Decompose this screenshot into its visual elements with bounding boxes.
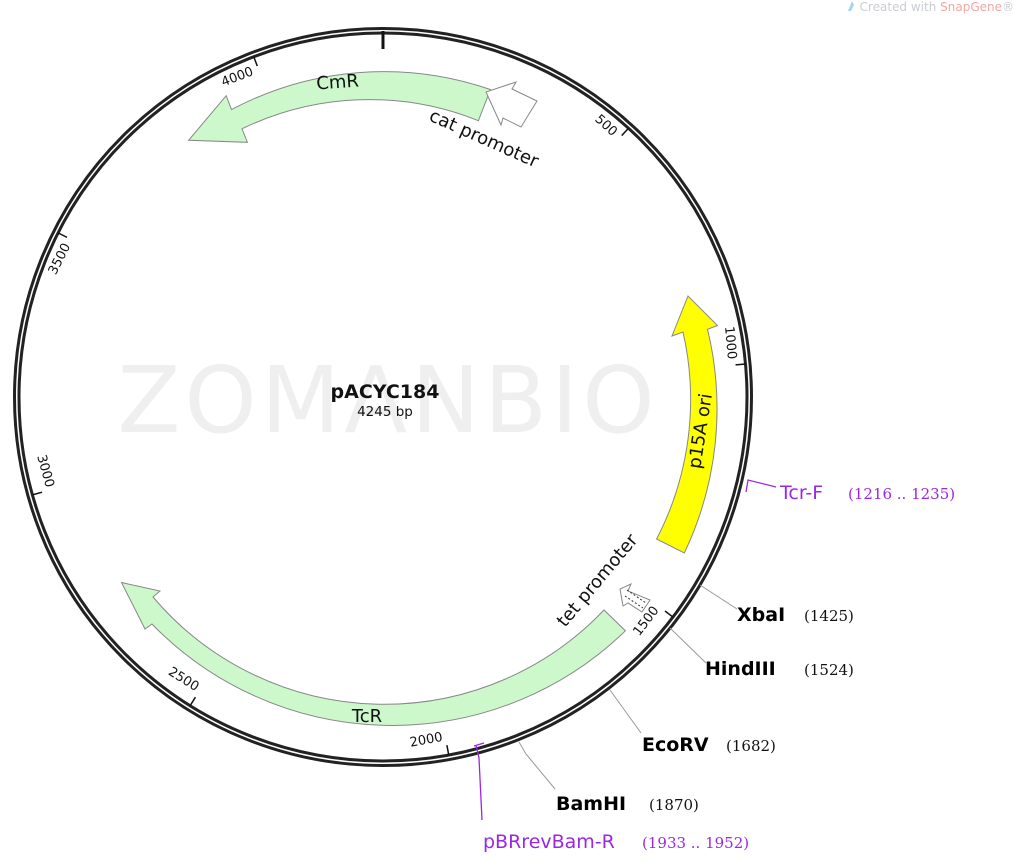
site-hindiii-pos: (1524) [804,661,854,679]
tick-label-2500: 2500 [165,665,201,695]
feature-p15a-ori[interactable]: p15A ori [655,295,719,554]
credit-prefix: Created with [859,0,941,14]
primer-tcr-f-name: Tcr-F [779,482,823,504]
site-xbai-pos: (1425) [804,607,854,625]
site-bamhi-pos: (1870) [649,796,699,814]
site-bamhi-name: BamHI [556,793,626,815]
primer-pbrrevbam-r-range: (1933 .. 1952) [642,834,749,852]
site-hindiii[interactable]: HindIII (1524) [669,627,854,680]
site-ecorv[interactable]: EcoRV (1682) [609,689,776,756]
tcr-arrow-shape [120,581,627,726]
plasmid-length: 4245 bp [357,404,413,420]
credit-suffix: ® [1002,0,1014,14]
primer-tcr-f-range: (1216 .. 1235) [848,485,955,503]
restriction-sites: XbaI (1425) HindIII (1524) EcoRV (1682) … [518,584,854,815]
cat-promoter-arrow-shape [485,81,538,128]
tet-promoter-arrow-shape [619,583,651,613]
primer-tcr-f[interactable]: Tcr-F (1216 .. 1235) [745,479,955,504]
site-xbai-name: XbaI [737,604,785,626]
primer-pbrrevbam-r[interactable]: pBRrevBam-R (1933 .. 1952) [473,742,749,853]
plasmid-name: pACYC184 [331,381,440,403]
credit-brand: SnapGene [940,0,1002,14]
feature-tcr[interactable]: TcR [120,581,627,728]
tcr-label: TcR [351,706,382,727]
p15a-ori-arrow-shape [655,295,719,554]
site-xbai[interactable]: XbaI (1425) [699,584,854,626]
snapgene-logo-icon [847,1,854,11]
plasmid-backbone [13,27,753,767]
feature-cmr[interactable]: CmR [187,71,492,143]
tick-label-3000: 3000 [33,453,56,489]
site-ecorv-pos: (1682) [726,737,776,755]
watermark-text: ZOMANBIO [117,347,658,454]
primer-pbrrevbam-r-name: pBRrevBam-R [483,831,615,853]
tick-label-1000: 1000 [721,326,739,360]
site-bamhi[interactable]: BamHI (1870) [518,741,699,815]
tick-label-2000: 2000 [409,730,444,751]
cmr-label: CmR [316,71,360,95]
cmr-arrow-shape [187,71,492,143]
primers: Tcr-F (1216 .. 1235) pBRrevBam-R (1933 .… [473,479,955,853]
snapgene-credit: Created with SnapGene® [846,0,1014,14]
site-ecorv-name: EcoRV [642,734,709,756]
site-hindiii-name: HindIII [705,658,776,680]
